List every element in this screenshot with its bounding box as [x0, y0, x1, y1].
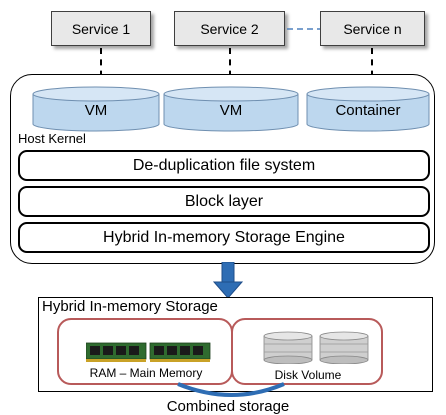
block-layer: Block layer [18, 186, 430, 217]
cylinder-shape [32, 86, 160, 132]
service-1-box: Service 1 [51, 11, 151, 46]
cylinder-shape [306, 86, 430, 132]
storage-engine-layer: Hybrid In-memory Storage Engine [18, 222, 430, 253]
service-2-box: Service 2 [174, 11, 285, 46]
block-layer-label: Block layer [184, 192, 264, 210]
memory-caption: RAM – Main Memory [89, 366, 203, 380]
hybrid-storage-label: Hybrid In-memory Storage [42, 298, 218, 315]
combined-arrow [177, 382, 285, 397]
service-1-connector [100, 48, 102, 88]
down-arrow-icon [213, 262, 243, 299]
service-n-label: Service n [343, 20, 402, 37]
vm-2-cylinder: VM [163, 86, 299, 132]
container-label: Container [335, 102, 401, 119]
cylinder-shape [163, 86, 299, 132]
service-n-connector [371, 48, 373, 88]
disk-caption: Disk Volume [274, 368, 342, 382]
service-1-label: Service 1 [71, 20, 131, 37]
vm-1-cylinder: VM [32, 86, 160, 132]
vm-2-label: VM [219, 102, 243, 119]
service-2-label: Service 2 [200, 20, 259, 37]
host-kernel-label: Host Kernel [18, 131, 86, 146]
vm-1-label: VM [84, 102, 108, 119]
combined-storage-label: Combined storage [166, 398, 290, 415]
service-2-connector [229, 48, 231, 88]
service-n-box: Service n [320, 11, 425, 46]
disk-stack-icon [263, 331, 369, 364]
dedup-fs-label: De-duplication file system [132, 156, 316, 174]
ram-module-icon [86, 342, 211, 362]
storage-engine-label: Hybrid In-memory Storage Engine [103, 228, 345, 246]
service-connectors [287, 28, 320, 30]
dedup-fs-layer: De-duplication file system [18, 150, 430, 181]
container-cylinder: Container [306, 86, 430, 132]
